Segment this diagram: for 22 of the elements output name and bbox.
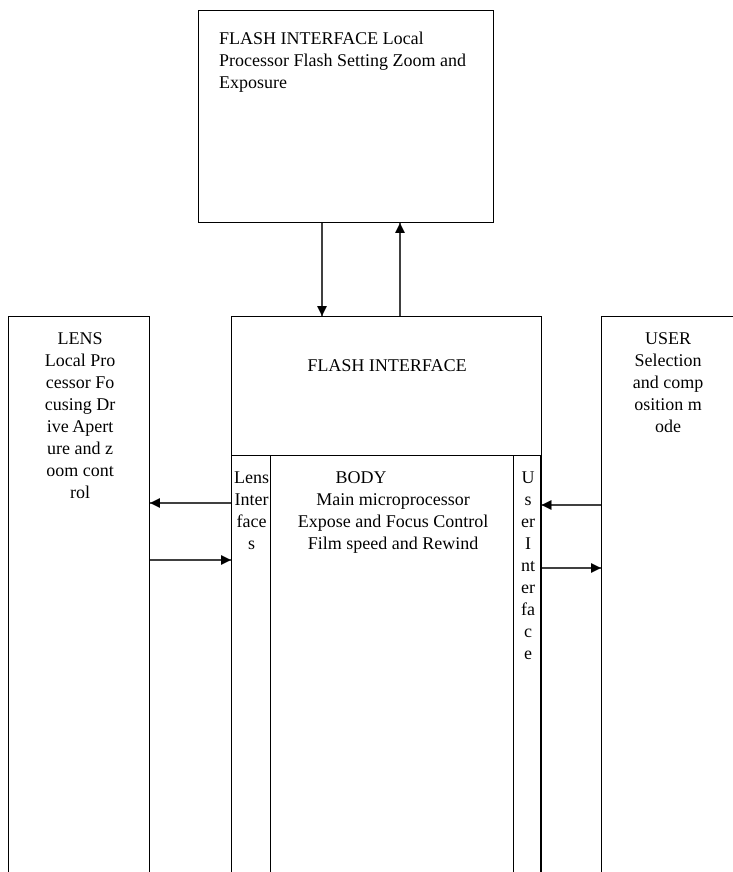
box-text: User Interface xyxy=(521,466,535,664)
box-text: FLASH INTERFACE Local Processor Flash Setting Zoom and Exposure xyxy=(219,27,467,93)
arrow xyxy=(542,563,601,573)
arrow xyxy=(395,223,405,316)
box-text: Main microprocessor Expose and Focus Control Film speed and Rewind xyxy=(296,488,490,554)
process-box xyxy=(513,455,541,872)
arrow xyxy=(150,555,231,565)
process-box xyxy=(198,10,494,223)
arrow xyxy=(542,500,601,510)
box-text: USER xyxy=(644,327,692,349)
process-box xyxy=(231,316,542,872)
process-box xyxy=(270,455,514,872)
arrow xyxy=(150,498,231,508)
box-text: BODY xyxy=(334,466,388,488)
arrow xyxy=(317,223,327,316)
box-text: Local Processor Focusing Drive Aperture and zoom control xyxy=(44,349,116,503)
process-box xyxy=(8,316,150,872)
box-text: FLASH INTERFACE xyxy=(306,354,468,376)
box-text: Selection and composition mode xyxy=(632,349,704,437)
box-text: Lens Interfaces xyxy=(234,466,270,554)
box-text: LENS xyxy=(56,327,104,349)
process-box xyxy=(601,316,733,872)
